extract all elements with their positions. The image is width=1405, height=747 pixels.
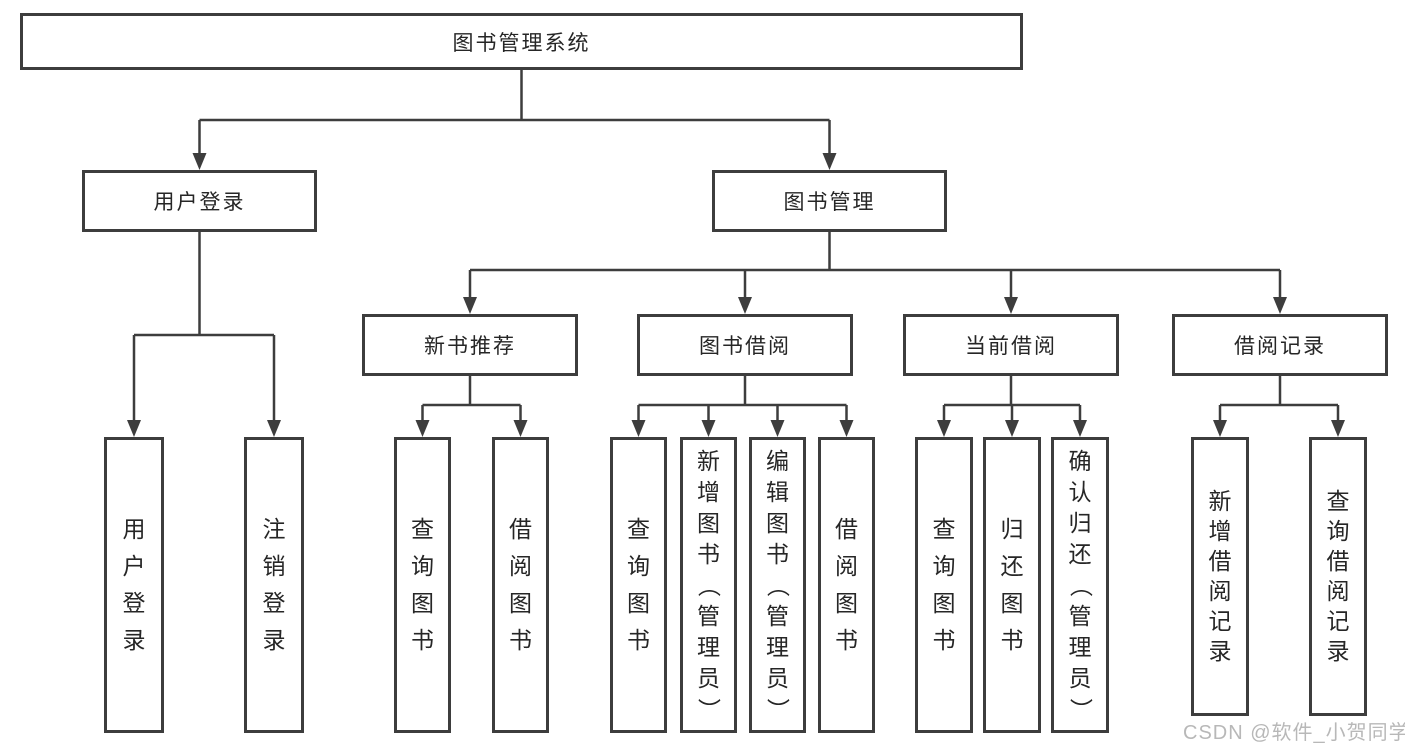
arrowhead xyxy=(1004,297,1018,314)
arrowhead xyxy=(127,420,141,437)
csdn-watermark: CSDN @软件_小贺同学 xyxy=(1183,722,1405,744)
leaf-add-books-admin: 新增图书（管理员） xyxy=(680,437,737,733)
leaf-logout-login-label: 注销登录 xyxy=(262,516,286,653)
node-current-borrowing: 当前借阅 xyxy=(903,314,1119,376)
leaf-user-login-label: 用户登录 xyxy=(122,516,146,653)
leaf-add-books-admin-label: 新增图书（管理员） xyxy=(696,447,722,721)
arrowhead xyxy=(463,297,477,314)
leaf-query-books-current: 查询图书 xyxy=(915,437,973,733)
node-book-management-system: 图书管理系统 xyxy=(20,13,1023,70)
leaf-query-books-newrec: 查询图书 xyxy=(394,437,451,733)
arrowhead xyxy=(1273,297,1287,314)
arrowhead xyxy=(192,153,207,170)
node-new-book-recommendation: 新书推荐 xyxy=(362,314,578,376)
arrowhead xyxy=(1005,420,1019,437)
leaf-confirm-return-admin: 确认归还（管理员） xyxy=(1051,437,1109,733)
arrowhead xyxy=(415,420,430,437)
arrowhead xyxy=(738,297,752,314)
leaf-query-borrow-record-label: 查询借阅记录 xyxy=(1326,488,1350,664)
leaf-borrow-books-newrec: 借阅图书 xyxy=(492,437,549,733)
leaf-query-books-newrec-label: 查询图书 xyxy=(411,516,434,653)
leaf-confirm-return-admin-label: 确认归还（管理员） xyxy=(1067,447,1094,721)
leaf-borrow-books-borrowing-label: 借阅图书 xyxy=(835,516,858,653)
arrowhead xyxy=(839,420,854,437)
node-book-management: 图书管理 xyxy=(712,170,947,232)
arrowhead xyxy=(822,153,837,170)
arrowhead xyxy=(267,420,281,437)
arrowhead xyxy=(513,420,528,437)
arrowhead xyxy=(1213,420,1227,437)
tree-edges xyxy=(132,70,1340,421)
leaf-add-borrow-record-label: 新增借阅记录 xyxy=(1208,488,1232,664)
leaf-query-books-current-label: 查询图书 xyxy=(932,516,956,653)
leaf-edit-books-admin: 编辑图书（管理员） xyxy=(749,437,806,733)
arrowhead xyxy=(770,420,785,437)
arrowheads xyxy=(127,153,1345,437)
leaf-query-borrow-record: 查询借阅记录 xyxy=(1309,437,1367,716)
leaf-return-books: 归还图书 xyxy=(983,437,1041,733)
leaf-user-login: 用户登录 xyxy=(104,437,164,733)
node-user-login: 用户登录 xyxy=(82,170,317,232)
arrowhead xyxy=(1073,420,1087,437)
leaf-query-books-borrowing: 查询图书 xyxy=(610,437,667,733)
leaf-add-borrow-record: 新增借阅记录 xyxy=(1191,437,1249,716)
leaf-return-books-label: 归还图书 xyxy=(1000,516,1024,653)
leaf-edit-books-admin-label: 编辑图书（管理员） xyxy=(765,447,791,721)
leaf-borrow-books-borrowing: 借阅图书 xyxy=(818,437,875,733)
node-borrowing-records: 借阅记录 xyxy=(1172,314,1388,376)
arrowhead xyxy=(701,420,716,437)
leaf-borrow-books-newrec-label: 借阅图书 xyxy=(509,516,532,653)
node-book-borrowing: 图书借阅 xyxy=(637,314,853,376)
leaf-query-books-borrowing-label: 查询图书 xyxy=(627,516,650,653)
leaf-logout-login: 注销登录 xyxy=(244,437,304,733)
arrowhead xyxy=(937,420,951,437)
arrowhead xyxy=(631,420,646,437)
arrowhead xyxy=(1331,420,1345,437)
